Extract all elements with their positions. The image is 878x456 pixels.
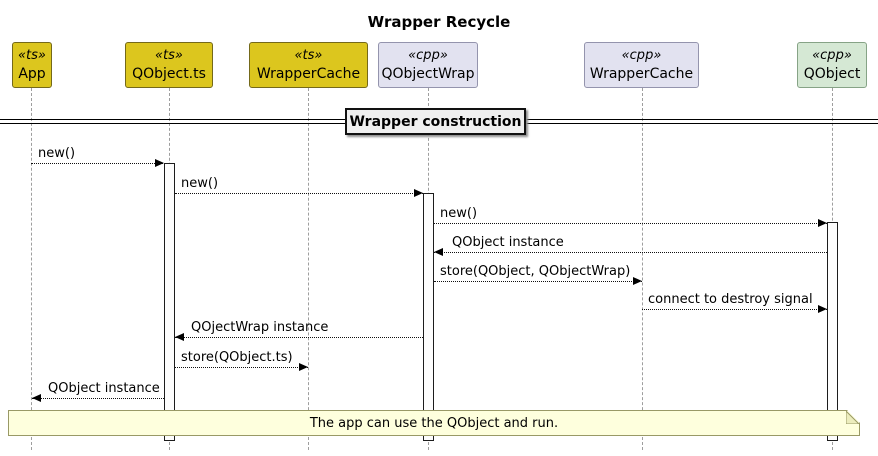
arrowhead-right-icon (414, 189, 423, 197)
note: The app can use the QObject and run. (8, 410, 860, 436)
message-label: QOjectWrap instance (191, 320, 329, 335)
participant-name: QObject (803, 66, 861, 82)
message-label: store(QObject.ts) (181, 350, 293, 365)
message-label: new() (38, 146, 76, 161)
arrowhead-right-icon (633, 277, 642, 285)
message-label: store(QObject, QObjectWrap) (440, 264, 631, 279)
stereotype-label: «cpp» (621, 48, 662, 63)
participant-qobjectwrap: «cpp» QObjectWrap (378, 42, 478, 88)
participant-qobject-ts: «ts» QObject.ts (125, 42, 213, 88)
stereotype-label: «cpp» (408, 48, 448, 63)
divider-label: Wrapper construction (349, 113, 522, 130)
arrowhead-right-icon (818, 219, 827, 227)
message-label: connect to destroy signal (648, 292, 813, 307)
stereotype-label: «ts» (18, 48, 46, 63)
participant-wrappercache-cpp: «cpp» WrapperCache (584, 42, 699, 88)
participant-name: QObjectWrap (381, 66, 475, 82)
message-label: new() (181, 176, 219, 191)
participant-app: «ts» App (12, 42, 52, 88)
message-line (175, 193, 423, 194)
arrowhead-right-icon (818, 305, 827, 313)
activation-qobject-cpp (827, 222, 838, 441)
diagram-title: Wrapper Recycle (367, 13, 511, 31)
message-label: QObject instance (452, 235, 564, 250)
note-text: The app can use the QObject and run. (309, 415, 559, 431)
note-fold-icon (846, 411, 859, 424)
activation-qobjectwrap (423, 193, 434, 441)
participant-wrappercache-ts: «ts» WrapperCache (249, 42, 368, 88)
arrowhead-left-icon (434, 248, 443, 256)
lifeline-wrappercache-ts (308, 88, 309, 450)
message-line (175, 367, 308, 368)
message-label: new() (440, 206, 478, 221)
activation-qobject-ts (164, 163, 175, 441)
lifeline-wrappercache-cpp (642, 88, 643, 450)
arrowhead-right-icon (155, 159, 164, 167)
message-line (31, 163, 163, 164)
participant-name: QObject.ts (132, 66, 206, 82)
participant-name: WrapperCache (589, 66, 694, 82)
message-label: QObject instance (48, 381, 160, 396)
participant-name: App (18, 66, 46, 82)
stereotype-label: «ts» (294, 48, 323, 63)
message-line (434, 281, 642, 282)
lifeline-app (31, 88, 32, 450)
message-line (434, 252, 827, 253)
message-line (434, 223, 827, 224)
arrowhead-left-icon (175, 333, 184, 341)
stereotype-label: «cpp» (812, 48, 852, 63)
stereotype-label: «ts» (155, 48, 183, 63)
participant-name: WrapperCache (256, 66, 361, 82)
arrowhead-left-icon (32, 394, 41, 402)
divider-wrapper-construction: Wrapper construction (345, 108, 526, 135)
message-line (642, 309, 827, 310)
participant-qobject-cpp: «cpp» QObject (797, 42, 867, 88)
message-line (175, 337, 423, 338)
message-line (32, 398, 164, 399)
arrowhead-right-icon (299, 363, 308, 371)
